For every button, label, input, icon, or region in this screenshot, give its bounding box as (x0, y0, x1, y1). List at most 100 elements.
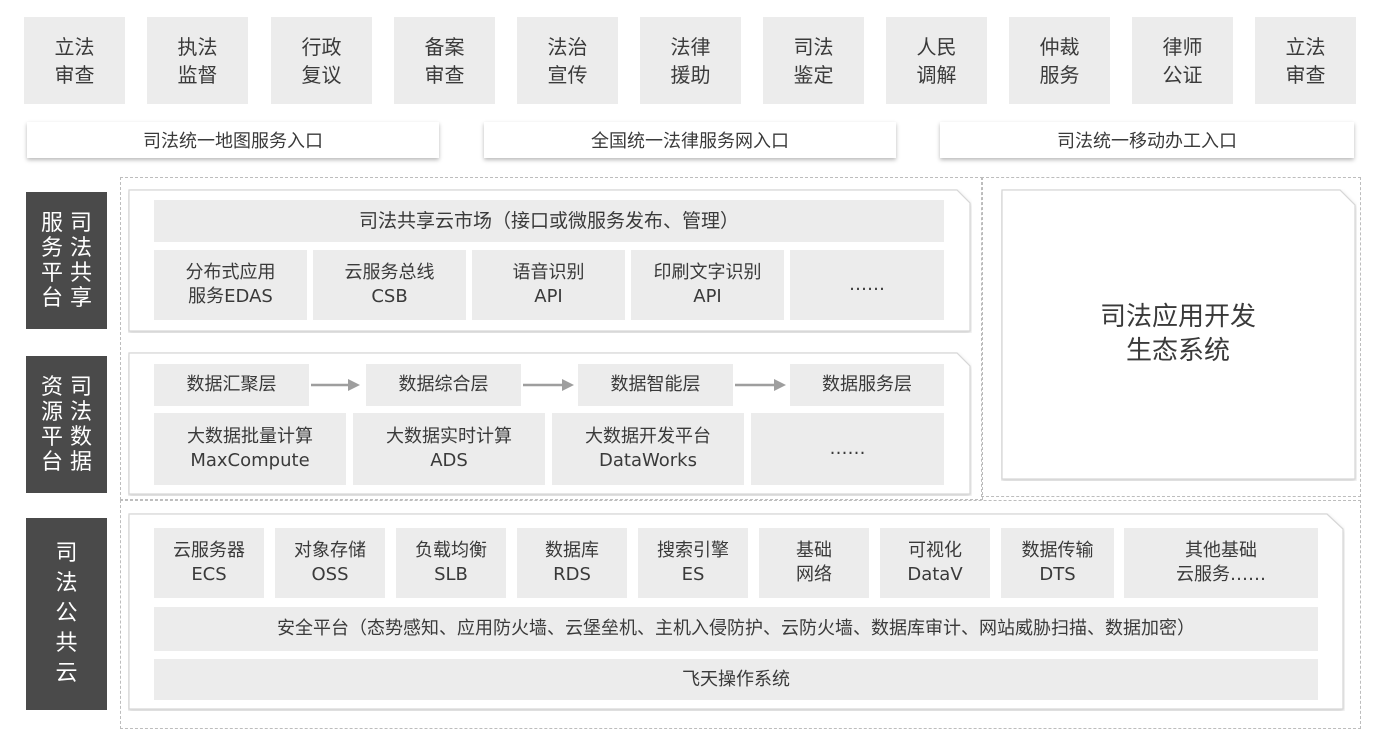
cloud-service-line: ES (681, 564, 705, 585)
label-char: 据 (70, 449, 93, 475)
cloud-service: 基础网络 (759, 528, 869, 598)
label-char: 资 (40, 374, 63, 400)
share-item-line: 云服务总线 (344, 262, 435, 283)
ecosystem-line: 生态系统 (1125, 336, 1230, 366)
top-category-line: 立法 (54, 34, 95, 59)
label-char: 法 (70, 399, 93, 425)
cloud-service-line: 基础 (796, 540, 832, 561)
cloud-service: 数据传输 DTS (1001, 528, 1114, 598)
entry-label: 司法统一移动办工入口 (1057, 131, 1237, 152)
share-item: 语音识别 API (472, 250, 625, 320)
top-category-box: 司法鉴定 (763, 17, 864, 104)
share-item-line: API (534, 286, 563, 307)
data-item-line: DataWorks (599, 450, 697, 471)
data-item-line: 大数据开发平台 (585, 426, 711, 447)
top-category-line: 司法 (793, 34, 834, 59)
arrow-right-icon (523, 379, 574, 391)
top-category-line: 公证 (1162, 62, 1203, 87)
data-layer-label: 数据综合层 (398, 374, 489, 395)
top-category-line: 鉴定 (793, 62, 834, 87)
security-platform-text: 安全平台（态势感知、应用防火墙、云堡垒机、主机入侵防护、云防火墙、数据库审计、网… (277, 618, 1195, 639)
top-category-line: 审查 (54, 62, 95, 87)
top-category-line: 服务 (1039, 62, 1080, 87)
cloud-service: 对象存储 OSS (275, 528, 385, 598)
data-item-line: 大数据批量计算 (187, 426, 313, 447)
entry-map-service: 司法统一地图服务入口 (27, 122, 439, 158)
data-item: 大数据实时计算 ADS (353, 413, 545, 485)
entry-label: 全国统一法律服务网入口 (591, 131, 789, 152)
label-char: 司 (70, 374, 93, 400)
top-category-box: 立法审查 (1255, 17, 1356, 104)
top-category-line: 人民 (916, 34, 957, 59)
label-column: 资 源 平 台 (41, 375, 63, 475)
os-bar-text: 飞天操作系统 (682, 668, 790, 690)
cloud-dashed-frame (120, 500, 1361, 729)
top-category-line: 调解 (916, 62, 957, 87)
label-char: 法 (55, 571, 78, 596)
top-category-box: 人民调解 (886, 17, 987, 104)
share-item-line: 语音识别 (512, 262, 585, 283)
cloud-service-line: ECS (191, 564, 227, 585)
share-item-line: 服务EDAS (188, 286, 273, 307)
share-item-line: API (693, 286, 722, 307)
data-layer-label: 数据服务层 (822, 374, 912, 395)
cloud-service-line: DTS (1039, 564, 1076, 585)
public-cloud-label: 司 法 公 共 云 (26, 518, 107, 710)
top-category-line: 律师 (1162, 34, 1203, 59)
cloud-service-line: 可视化 (908, 540, 962, 561)
data-platform-label: 资 源 平 台 司 法 数 据 (26, 356, 107, 493)
share-item-line: CSB (371, 286, 408, 307)
cloud-service-line: SLB (434, 564, 468, 585)
top-category-box: 法律援助 (640, 17, 741, 104)
label-char: 台 (40, 449, 63, 475)
label-column: 司 法 共 享 (70, 211, 92, 311)
ecosystem-panel (1001, 189, 1356, 480)
label-char: 共 (55, 631, 78, 656)
cloud-service-line: 网络 (796, 564, 832, 585)
top-category-line: 宣传 (547, 62, 588, 87)
share-item-line: 分布式应用 (185, 262, 276, 283)
top-category-line: 监督 (177, 62, 218, 87)
cloud-service: 可视化 DataV (880, 528, 990, 598)
layer-arrows (311, 379, 786, 391)
cloud-service-line: OSS (311, 564, 349, 585)
cloud-service-line: 数据库 (545, 540, 599, 561)
top-category-line: 备案 (424, 34, 465, 59)
data-item: 大数据开发平台 DataWorks (552, 413, 744, 485)
top-category-box: 法治宣传 (517, 17, 618, 104)
ellipsis: …… (829, 438, 866, 459)
share-market-title: 司法共享云市场（接口或微服务发布、管理） (154, 200, 944, 242)
data-layer: 数据服务层 (790, 364, 944, 406)
top-category-line: 立法 (1285, 34, 1326, 59)
label-char: 务 (40, 235, 63, 261)
upper-dashed-frame (120, 177, 983, 500)
top-category-line: 仲裁 (1039, 34, 1080, 59)
share-platform-label: 服 务 平 台 司 法 共 享 (26, 192, 107, 329)
ecosystem-title: 司法应用开发 生态系统 (1001, 189, 1355, 479)
cloud-service-line: 搜索引擎 (657, 540, 729, 561)
label-char: 源 (40, 399, 63, 425)
cloud-service: 搜索引擎 ES (638, 528, 748, 598)
top-category-line: 法律 (670, 34, 711, 59)
top-category-box: 备案审查 (394, 17, 495, 104)
top-category-box: 行政复议 (271, 17, 372, 104)
data-item-line: 大数据实时计算 (386, 426, 512, 447)
label-char: 台 (40, 285, 63, 311)
cloud-service-line: 对象存储 (294, 540, 366, 561)
label-char: 云 (55, 661, 78, 686)
data-item-more: …… (751, 413, 944, 485)
ellipsis: …… (849, 274, 885, 295)
top-category-line: 审查 (1285, 62, 1326, 87)
entry-mobile-office: 司法统一移动办工入口 (940, 122, 1354, 158)
label-char: 法 (70, 235, 93, 261)
cloud-service-line: 数据传输 (1021, 540, 1094, 561)
arrow-right-icon (735, 379, 786, 391)
security-platform: 安全平台（态势感知、应用防火墙、云堡垒机、主机入侵防护、云防火墙、数据库审计、网… (154, 607, 1318, 651)
label-column: 司 法 数 据 (70, 375, 92, 475)
data-item-line: ADS (430, 450, 468, 471)
cloud-service-line: DataV (907, 564, 963, 585)
